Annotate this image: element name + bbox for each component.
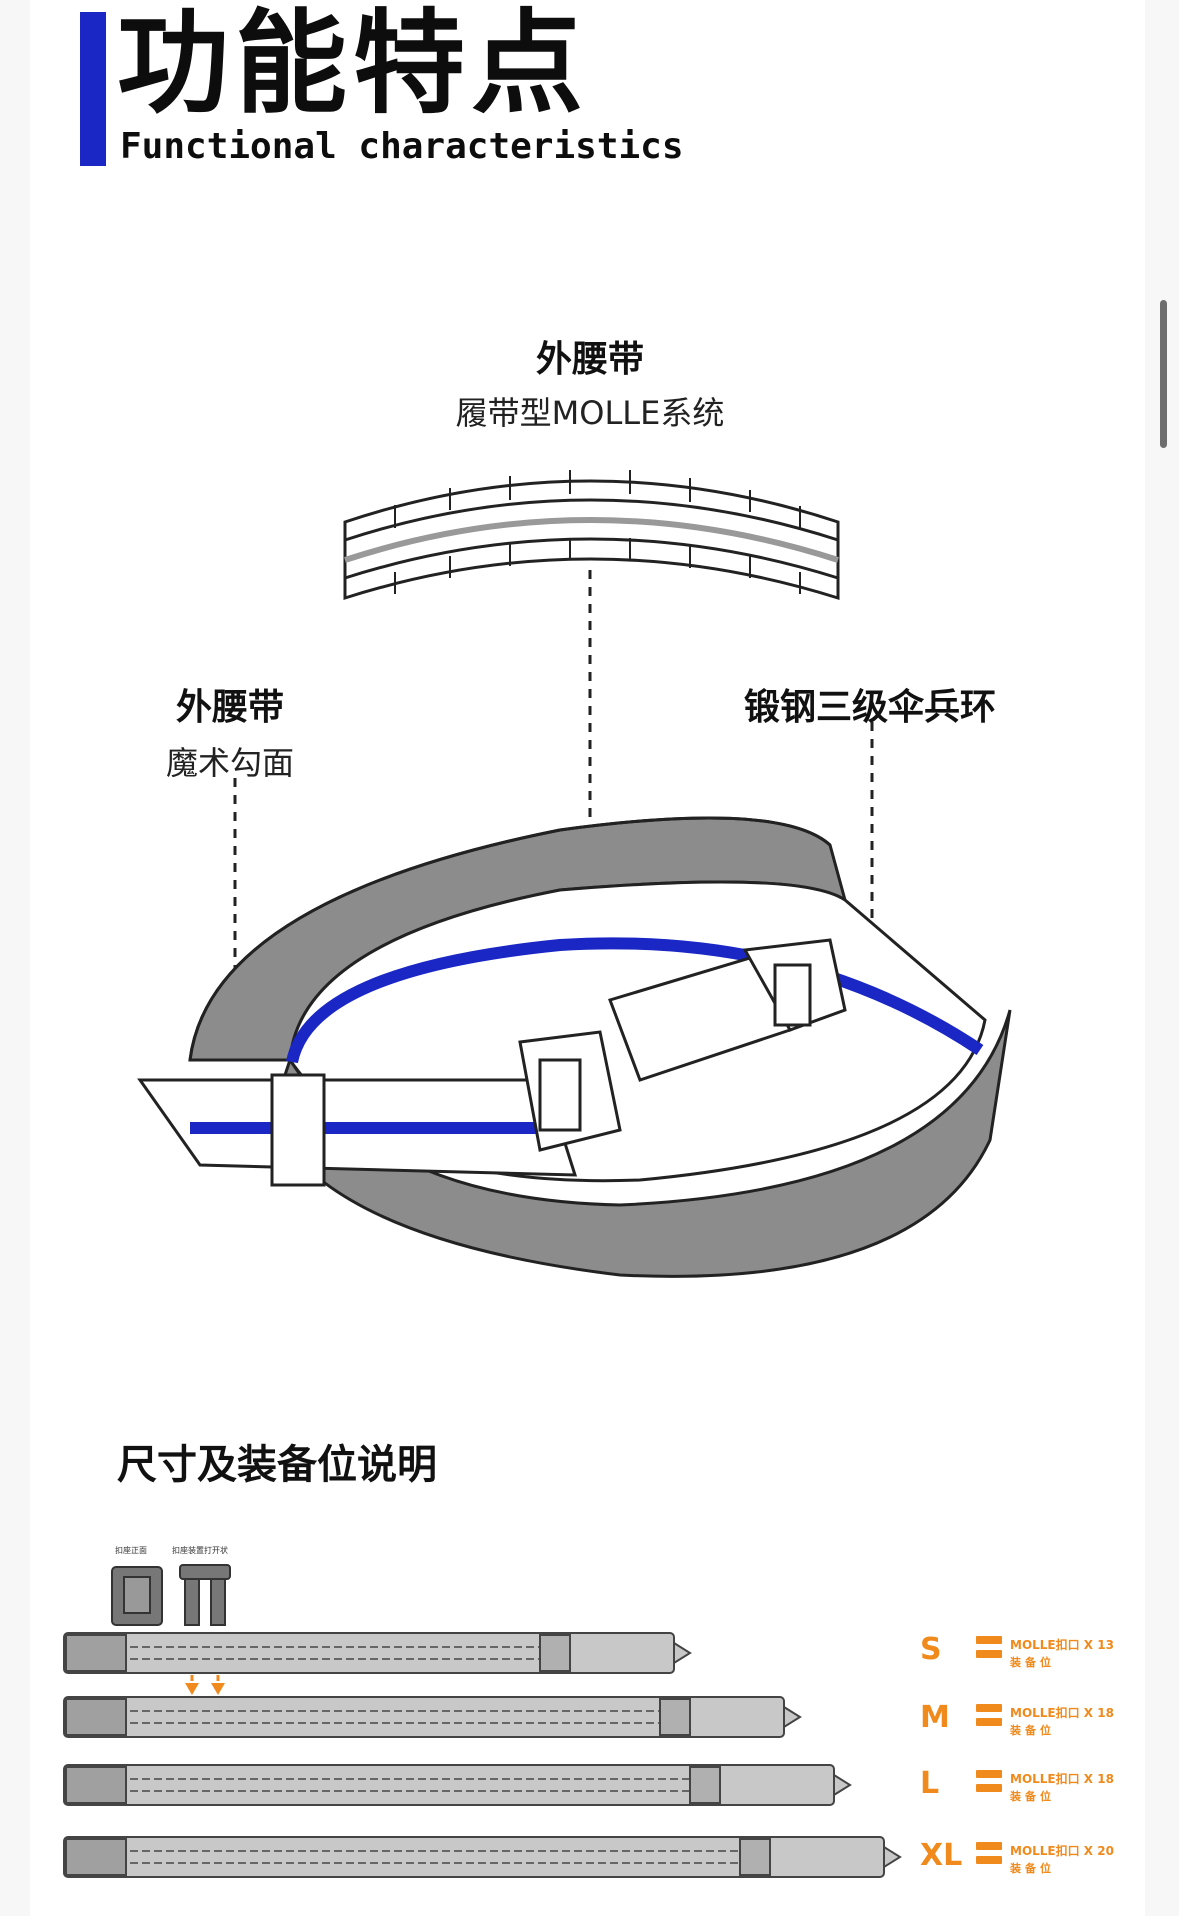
buckle-front-label: 扣座正面 bbox=[115, 1546, 147, 1555]
insert-arrowheads bbox=[185, 1683, 225, 1695]
size-molle-count: MOLLE扣口 X 18 bbox=[1010, 1772, 1114, 1786]
page-title: 功能特点 bbox=[117, 0, 589, 129]
header-accent-bar bbox=[80, 12, 106, 166]
belt-illustration bbox=[137, 470, 1012, 1278]
callout-left-title: 外腰带 bbox=[175, 687, 284, 728]
scrollbar-thumb[interactable] bbox=[1160, 300, 1167, 448]
callout-top-subtitle: 履带型MOLLE系统 bbox=[455, 394, 725, 432]
size-molle-count: MOLLE扣口 X 18 bbox=[1010, 1706, 1114, 1720]
belt-size-s bbox=[63, 1632, 692, 1674]
callout-left-subtitle: 魔术勾面 bbox=[165, 744, 294, 782]
size-letter: L bbox=[920, 1766, 940, 1801]
size-note: 装备位 bbox=[1010, 1862, 1055, 1875]
size-note: 装备位 bbox=[1010, 1656, 1055, 1669]
size-bars-icon bbox=[976, 1704, 1002, 1736]
size-bars-icon bbox=[976, 1770, 1002, 1802]
buckle-open-icon bbox=[179, 1564, 231, 1626]
belt-size-xl bbox=[63, 1836, 902, 1878]
molle-strip-illustration bbox=[343, 470, 840, 601]
sizes-section-title: 尺寸及装备位说明 bbox=[117, 1442, 437, 1488]
belt-size-m bbox=[63, 1696, 802, 1738]
size-letter: S bbox=[920, 1632, 942, 1667]
size-note: 装备位 bbox=[1010, 1790, 1055, 1803]
page-subtitle: Functional characteristics bbox=[120, 126, 684, 167]
size-molle-count: MOLLE扣口 X 13 bbox=[1010, 1638, 1114, 1652]
left-margin bbox=[0, 0, 30, 1916]
belt-loop-illustration bbox=[137, 816, 1012, 1278]
callout-top-title: 外腰带 bbox=[535, 339, 644, 380]
buckle-front-icon bbox=[111, 1566, 163, 1626]
size-letter: XL bbox=[920, 1838, 963, 1873]
size-chart-illustration bbox=[63, 1564, 902, 1878]
size-molle-count: MOLLE扣口 X 20 bbox=[1010, 1844, 1114, 1858]
size-letter: M bbox=[920, 1700, 950, 1735]
size-bars-icon bbox=[976, 1636, 1002, 1668]
buckle-open-label: 扣座装置打开状 bbox=[172, 1546, 228, 1555]
belt-size-l bbox=[63, 1764, 852, 1806]
size-note: 装备位 bbox=[1010, 1724, 1055, 1737]
size-bars-icon bbox=[976, 1842, 1002, 1874]
callout-right-title: 锻钢三级伞兵环 bbox=[743, 687, 996, 728]
